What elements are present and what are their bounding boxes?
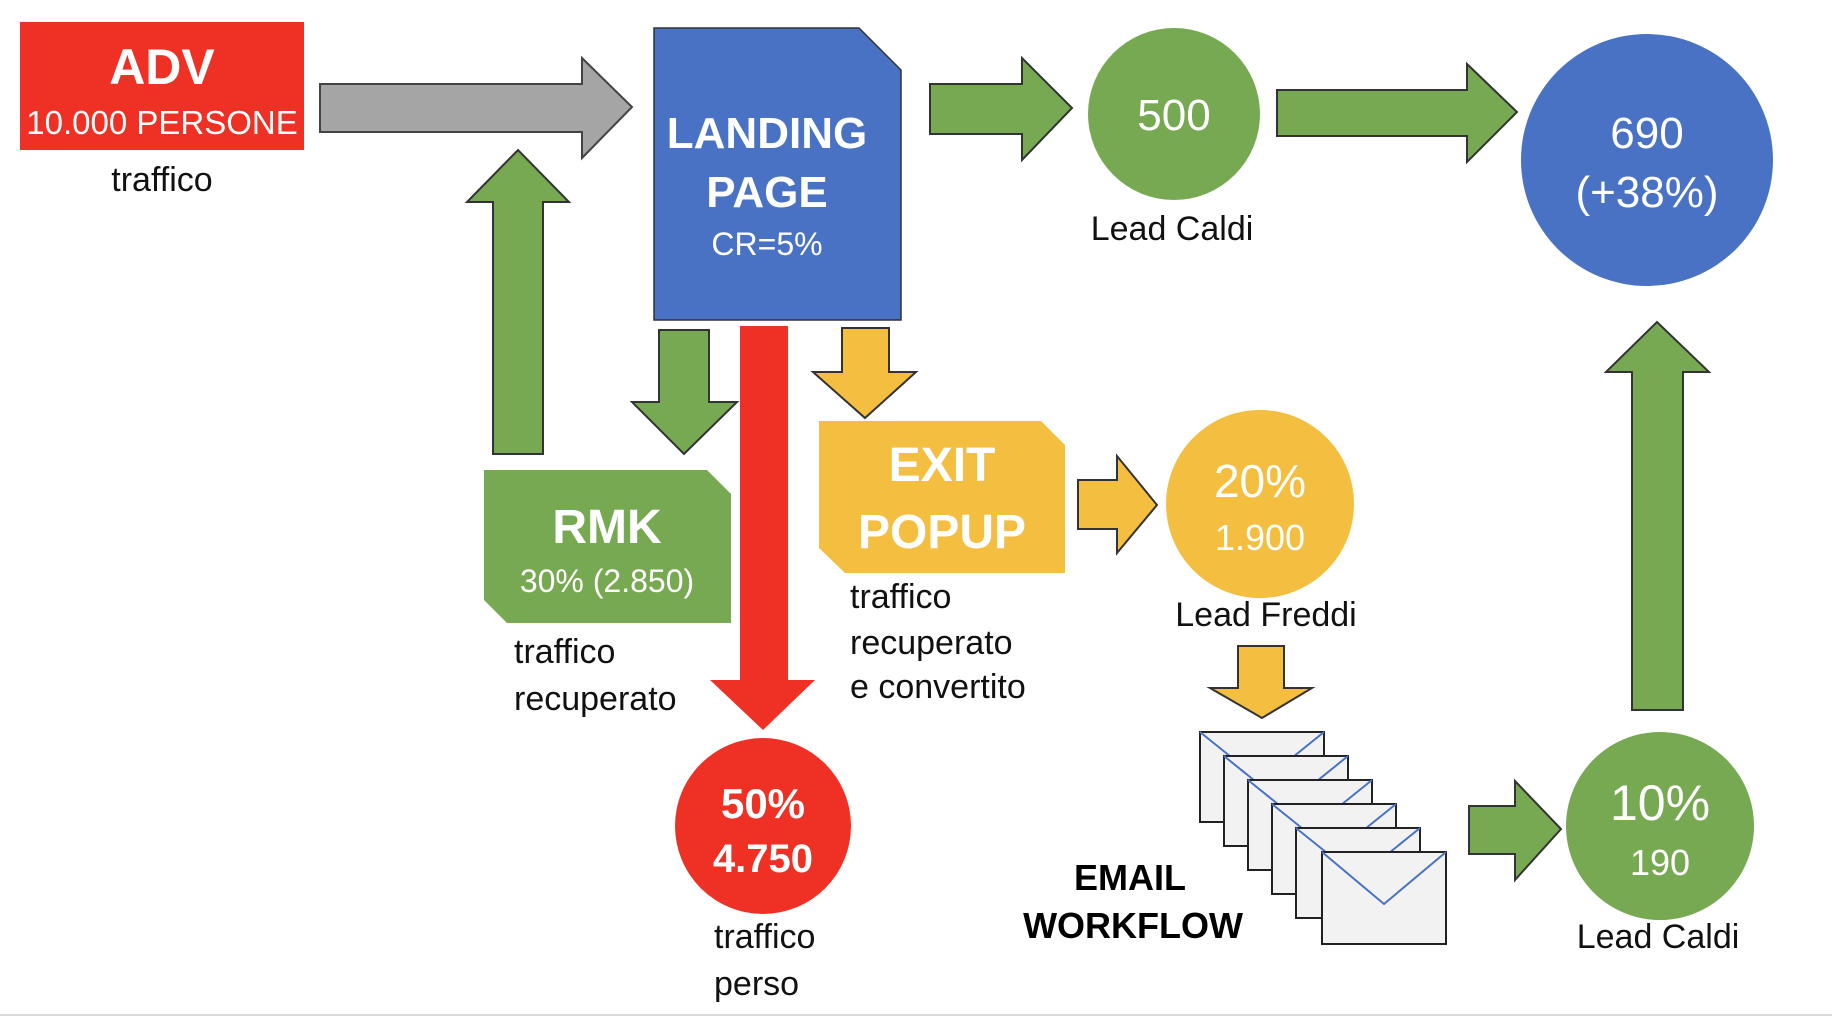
total-circle [1521,34,1773,286]
lead-freddi-percent: 20% [1214,455,1306,507]
lost-traffic-percent: 50% [721,780,805,827]
exit-popup-caption-line3: e convertito [850,668,1026,706]
lead-caldi-bottom-value: 190 [1630,842,1690,883]
adv-caption: traffico [111,161,212,199]
arrow-lead-caldi-to-total [1603,320,1712,711]
exit-popup-line1: EXIT [889,439,996,492]
rmk-title: RMK [552,501,662,554]
lead-caldi-bottom-percent: 10% [1610,775,1710,831]
exit-popup-box [819,421,1065,573]
arrow-rmk-up [464,148,572,455]
exit-popup-caption-line1: traffico [850,578,951,616]
rmk-caption-line2: recuperato [514,680,677,718]
rmk-box [484,470,731,623]
exit-popup-line2: POPUP [858,506,1026,559]
landing-cr: CR=5% [711,226,822,262]
arrow-landing-to-500 [929,55,1074,163]
arrow-500-to-690 [1276,61,1519,165]
adv-box [20,22,304,150]
lead-caldi-top-circle [1088,28,1260,200]
arrow-exit-popup-to-lead-freddi [1077,453,1159,556]
rmk-caption-line1: traffico [514,633,615,671]
total-value: 690 [1610,109,1683,158]
exit-popup-caption-line2: recuperato [850,624,1013,662]
landing-title-line2: PAGE [706,168,827,217]
arrow-email-to-lead-caldi [1468,778,1563,883]
envelope-icon [1321,851,1447,945]
lost-traffic-caption-line1: traffico [714,918,815,956]
total-delta: (+38%) [1575,168,1718,217]
lead-caldi-top-value: 500 [1137,91,1210,140]
lost-traffic-caption-line2: perso [714,965,799,1003]
lead-caldi-bottom-caption: Lead Caldi [1577,918,1740,956]
landing-page-box [653,27,902,321]
lead-caldi-top-caption: Lead Caldi [1091,210,1254,248]
adv-subtitle: 10.000 PERSONE [26,104,297,141]
arrow-landing-to-rmk [629,329,740,456]
lead-freddi-circle [1166,410,1354,598]
email-stack-icon [1199,731,1447,945]
email-workflow-line2: WORKFLOW [1023,905,1243,946]
email-workflow-line1: EMAIL [1074,857,1186,898]
lead-caldi-bottom-circle [1566,732,1754,920]
arrow-landing-to-lost [710,326,815,730]
rmk-subtitle: 30% (2.850) [520,563,694,599]
lead-freddi-value: 1.900 [1215,517,1305,558]
adv-title: ADV [109,39,215,95]
arrow-landing-to-exit-popup [810,327,919,420]
arrow-adv-to-landing [319,55,634,161]
lost-traffic-circle [675,738,851,914]
lead-freddi-caption: Lead Freddi [1175,596,1356,634]
landing-title-line1: LANDING [667,109,867,158]
arrow-lead-freddi-to-email [1206,645,1316,720]
lost-traffic-value: 4.750 [713,837,813,881]
